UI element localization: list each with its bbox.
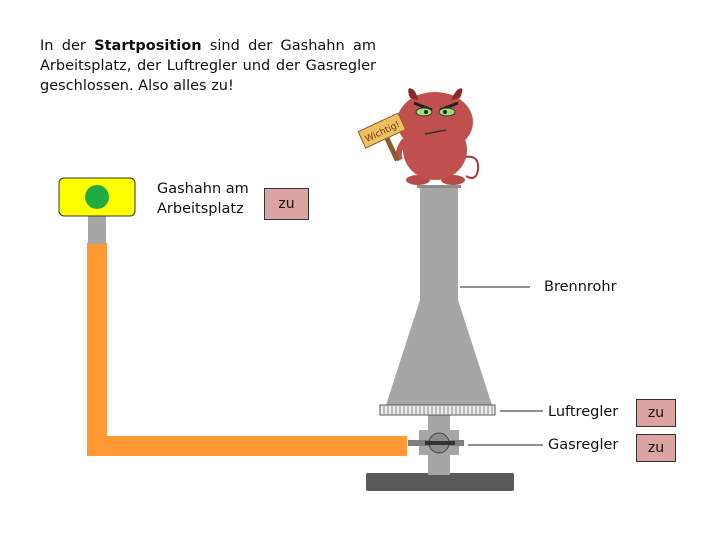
intro-suffix: sind der Gashahn am Arbeitsplatz, der Lu…: [40, 38, 376, 94]
valve-state-box[interactable]: zu: [264, 188, 309, 220]
burner-cone: [386, 300, 492, 405]
air-regulator-grooves: [383, 406, 493, 414]
intro-text: In der Startposition sind der Gashahn am…: [40, 36, 376, 96]
bunsen-burner: [366, 185, 514, 491]
wichtig-sign: Wichtig!: [357, 112, 407, 149]
workplace-gas-valve[interactable]: [58, 177, 136, 217]
air-regulator-label: Luftregler: [548, 404, 619, 420]
gas-regulator-state-box[interactable]: zu: [636, 434, 676, 462]
gas-regulator-label: Gasregler: [548, 437, 619, 453]
devil-mascot-icon: [395, 88, 480, 185]
valve-label: Gashahn am Arbeitsplatz: [157, 179, 249, 219]
air-regulator-state-box[interactable]: zu: [636, 399, 676, 427]
valve-knob-icon: [85, 185, 109, 209]
burner-base: [366, 473, 514, 491]
intro-bold-startposition: Startposition: [94, 38, 202, 54]
gas-regulator-slot: [425, 441, 455, 445]
intro-prefix: In der: [40, 38, 95, 54]
valve-label-line1: Gashahn am: [157, 181, 249, 197]
valve-stem: [88, 216, 106, 244]
gas-hose: [87, 243, 407, 456]
valve-label-line2: Arbeitsplatz: [157, 201, 244, 217]
air-regulator-ring: [379, 404, 496, 416]
tube-label: Brennrohr: [544, 279, 617, 295]
burner-tube: [420, 185, 458, 302]
